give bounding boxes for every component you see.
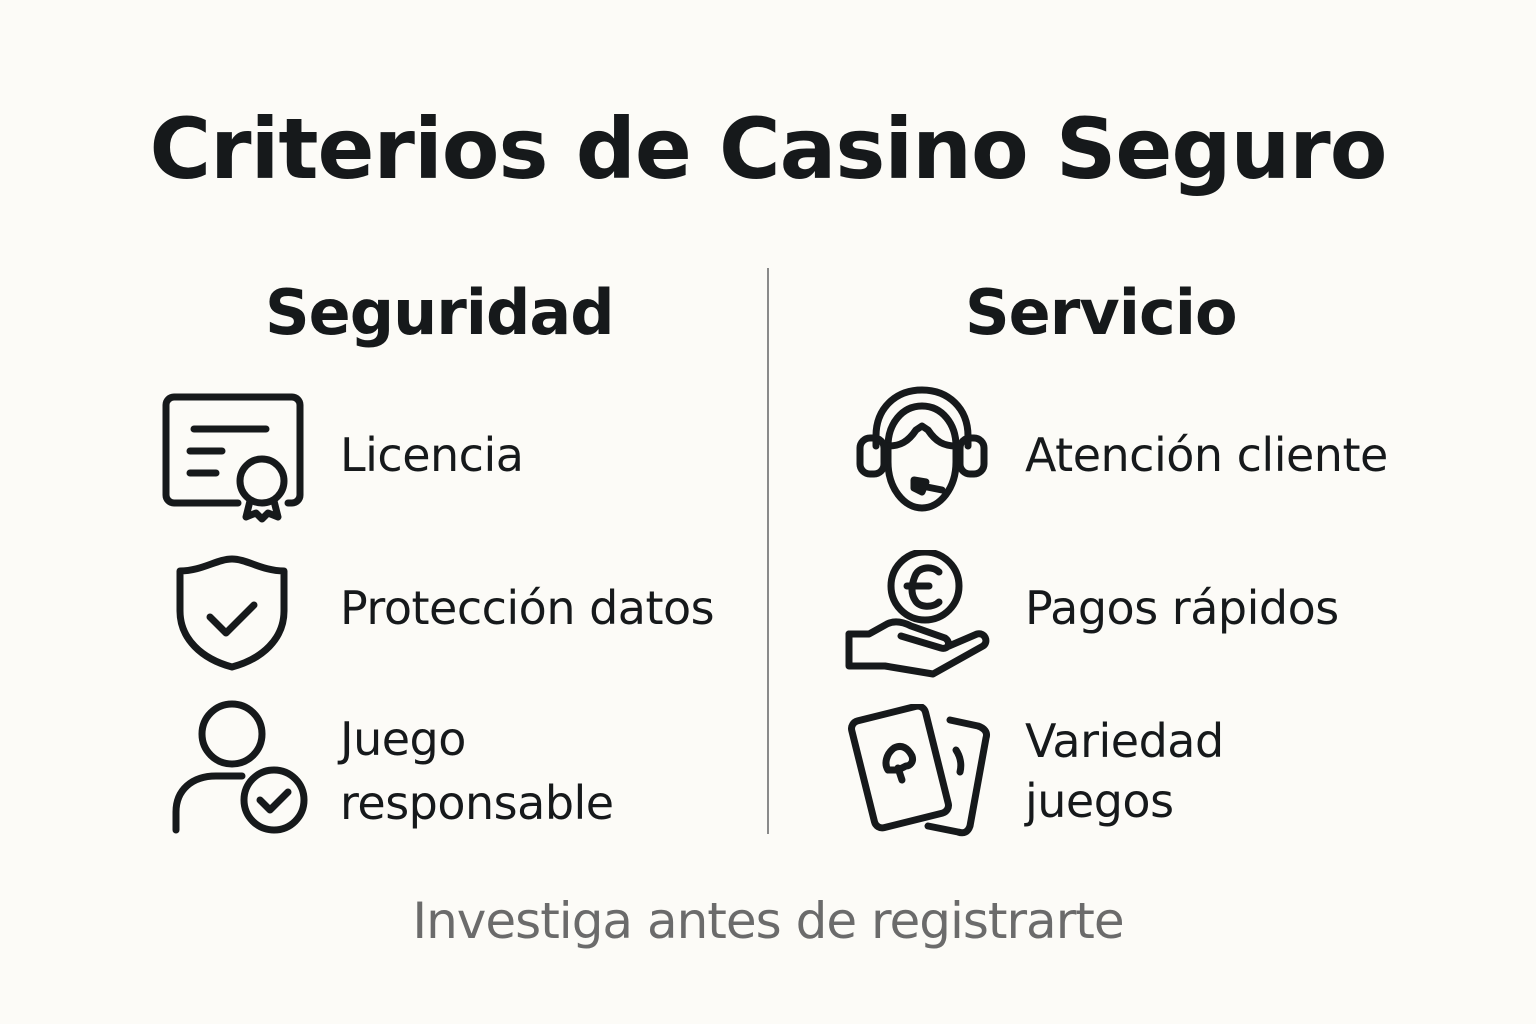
footer-tagline: Investiga antes de registrarte [412, 892, 1124, 950]
column-divider [767, 268, 769, 834]
shield-check-icon [172, 555, 292, 673]
playing-cards-icon [848, 704, 994, 838]
user-check-icon [170, 700, 310, 836]
item-label-variedad-line1: Variedad [1025, 714, 1224, 768]
column-heading-servicio: Servicio [965, 276, 1238, 349]
item-label-pagos-rapidos: Pagos rápidos [1025, 581, 1339, 635]
certificate-icon [160, 393, 306, 523]
item-label-atencion-cliente: Atención cliente [1025, 428, 1388, 482]
headset-agent-icon [856, 384, 988, 516]
item-label-licencia: Licencia [340, 428, 524, 482]
item-label-juego-line2: responsable [340, 776, 614, 830]
hand-euro-coin-icon [845, 550, 991, 680]
item-label-proteccion-datos: Protección datos [340, 581, 715, 635]
item-label-juego-line1: Juego [340, 712, 466, 766]
page-title: Criterios de Casino Seguro [149, 100, 1388, 198]
column-heading-seguridad: Seguridad [265, 276, 615, 349]
item-label-variedad-line2: juegos [1025, 774, 1174, 828]
